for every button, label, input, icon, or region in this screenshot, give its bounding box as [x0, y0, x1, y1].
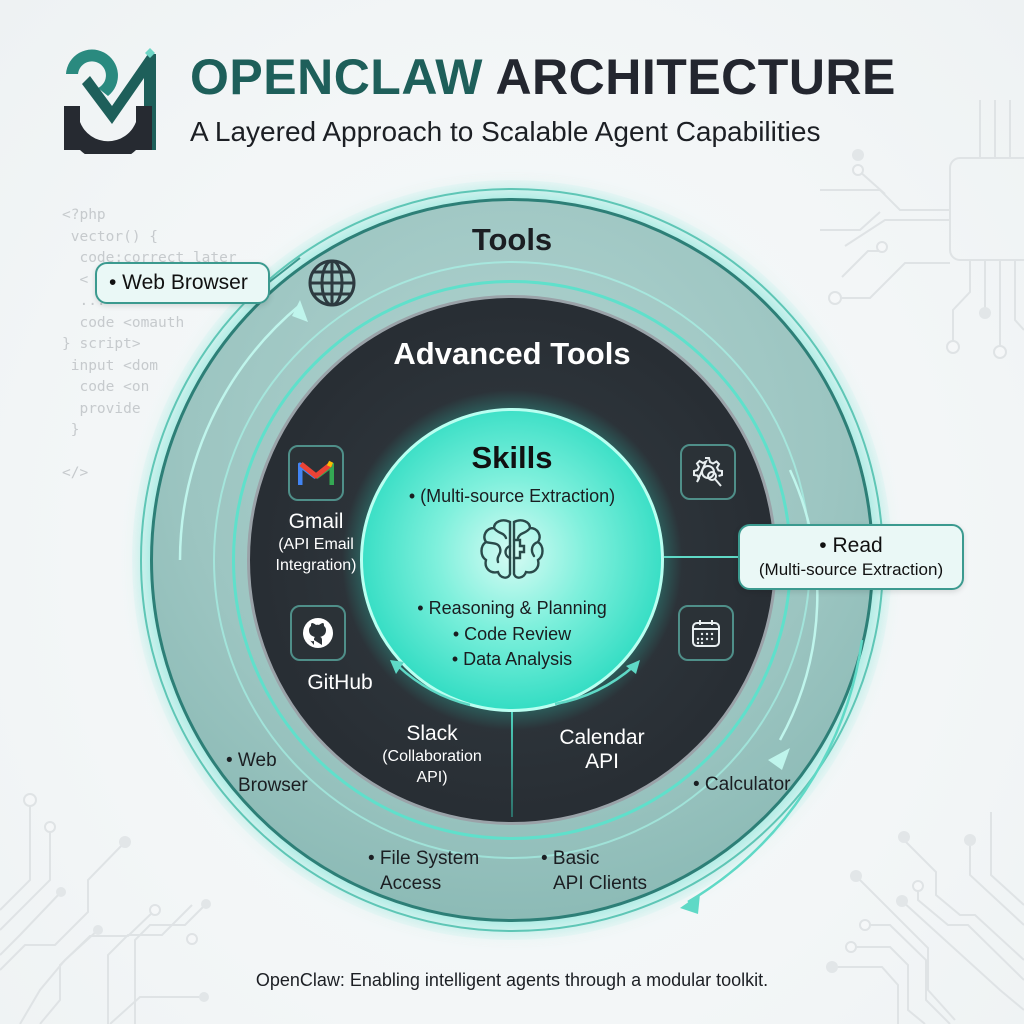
globe-icon: [307, 258, 357, 308]
calendar-api-label: Calendar API: [559, 726, 645, 773]
page-subtitle: A Layered Approach to Scalable Agent Cap…: [190, 116, 821, 147]
slack-calendar-divider: [511, 712, 513, 817]
tools-layer-title: Tools: [471, 222, 553, 257]
gmail-label: Gmail (API Email Integration): [275, 510, 357, 574]
slack-label: Slack (Collaboration API): [382, 722, 482, 786]
tool-item-basic-api-clients: • Basic API Clients: [541, 848, 647, 894]
tool-item-calculator: • Calculator: [693, 774, 791, 795]
title-architecture: ARCHITECTURE: [495, 49, 896, 105]
web-browser-callout[interactable]: • Web Browser: [95, 262, 270, 304]
gear-search-icon: [693, 457, 723, 487]
skill-item: • Reasoning & Planning: [417, 598, 607, 618]
github-icon: [303, 618, 333, 648]
page-title: OPENCLAW ARCHITECTURE: [190, 52, 896, 102]
gear-search-icon-box[interactable]: [680, 444, 736, 500]
footer-caption: OpenClaw: Enabling intelligent agents th…: [255, 970, 769, 990]
openclaw-logo: [60, 44, 160, 154]
skills-list: • Reasoning & Planning • Code Review • D…: [372, 596, 652, 673]
skill-item: • Code Review: [452, 623, 572, 644]
read-callout[interactable]: • Read (Multi-source Extraction): [738, 524, 964, 590]
calendar-icon: [692, 620, 720, 647]
title-brand: OPENCLAW: [190, 49, 483, 105]
skill-item: • Data Analysis: [451, 649, 573, 669]
tool-item-web-browser: • Web Browser: [226, 750, 308, 796]
read-callout-title: • Read: [819, 534, 883, 557]
read-callout-subtitle: (Multi-source Extraction): [758, 560, 944, 579]
skills-subtitle: • (Multi-source Extraction): [408, 486, 616, 506]
brain-icon: [476, 516, 548, 582]
gmail-icon-box[interactable]: [288, 445, 344, 501]
skills-layer-title: Skills: [471, 440, 553, 475]
advanced-tools-layer-title: Advanced Tools: [393, 336, 631, 371]
skills-layer-circle: [360, 408, 664, 712]
gmail-icon: [298, 460, 334, 485]
tool-item-file-system-access: • File System Access: [368, 848, 480, 894]
github-label: GitHub: [307, 671, 373, 694]
calendar-icon-box[interactable]: [678, 605, 734, 661]
github-icon-box[interactable]: [290, 605, 346, 661]
